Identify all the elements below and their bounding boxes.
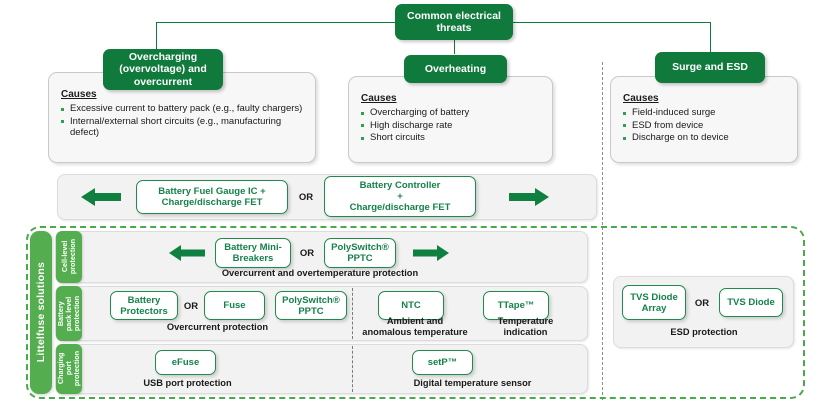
cause-item: Discharge on to device [623, 132, 787, 144]
caption-digital-temperature-sensor: Digital temperature sensor [413, 378, 532, 388]
connector-branch-right [710, 22, 712, 52]
caption-temperature-indication: Temperature indication [497, 316, 554, 337]
chip-polyswitch-pptc-cell[interactable]: PolySwitch® PPTC [324, 238, 396, 268]
cause-item: Overcharging of battery [361, 107, 542, 119]
divider-row2-overcurrent-temperature [352, 288, 353, 339]
row-panel-charging-port [55, 344, 588, 394]
rowtag-cell-level-protection: Cell-level protection [56, 231, 82, 283]
cause-item: Excessive current to battery pack (e.g.,… [61, 103, 305, 115]
arrow-right-icon-controller [508, 186, 550, 208]
caption-cell-level: Overcurrent and overtemperature protecti… [221, 268, 419, 278]
causes-title-surge-esd: Causes [623, 93, 659, 104]
chip-efuse[interactable]: eFuse [155, 350, 216, 375]
threat-node-surge-esd[interactable]: Surge and ESD [655, 52, 765, 83]
cause-item: Internal/external short circuits (e.g., … [61, 116, 305, 139]
littelfuse-solutions-band: Littelfuse solutions [30, 231, 52, 394]
row-panel-cell-level [55, 231, 588, 283]
causes-list-surge-esd: Field-induced surge ESD from device Disc… [623, 107, 787, 144]
chip-setp[interactable]: setP™ [412, 350, 473, 375]
chip-battery-mini-breakers[interactable]: Battery Mini- Breakers [215, 238, 291, 268]
chip-ntc[interactable]: NTC [378, 291, 444, 320]
caption-esd-protection: ESD protection [670, 327, 738, 337]
cause-card-surge-esd: Causes Field-induced surge ESD from devi… [610, 76, 798, 163]
chip-ttape[interactable]: TTape™ [483, 291, 549, 320]
arrow-left-icon-controller [80, 186, 122, 208]
causes-title-overcharging: Causes [61, 89, 97, 100]
threat-node-overcharging[interactable]: Overcharging (overvoltage) and overcurre… [103, 49, 223, 90]
chip-battery-protectors[interactable]: Battery Protectors [110, 291, 178, 320]
threat-node-overheating[interactable]: Overheating [404, 55, 507, 83]
chip-fuse[interactable]: Fuse [204, 291, 265, 320]
or-label-esd: OR [694, 297, 710, 309]
cause-item: High discharge rate [361, 120, 542, 132]
divider-vertical-right-section [602, 62, 603, 400]
connector-branch-left [156, 22, 158, 49]
littelfuse-solutions-frame [26, 226, 805, 399]
arrow-left-icon-cell-level [168, 243, 206, 263]
causes-list-overcharging: Excessive current to battery pack (e.g.,… [61, 103, 305, 139]
or-label-controller-row: OR [298, 191, 314, 203]
or-label-battery-pack-level: OR [183, 300, 199, 312]
connector-root-down [454, 40, 456, 54]
arrow-right-icon-cell-level [412, 243, 450, 263]
chip-tvs-diode[interactable]: TVS Diode [719, 288, 783, 317]
cause-item: Field-induced surge [623, 107, 787, 119]
caption-usb-port-protection: USB port protection [143, 378, 232, 388]
chip-battery-controller[interactable]: Battery Controller + Charge/discharge FE… [324, 176, 476, 217]
root-node-common-electrical-threats[interactable]: Common electrical threats [395, 4, 513, 40]
divider-row3-usb-temperature [352, 346, 353, 392]
causes-list-overheating: Overcharging of battery High discharge r… [361, 107, 542, 144]
or-label-cell-level: OR [299, 247, 315, 259]
cause-item: ESD from device [623, 120, 787, 132]
rowtag-charging-port-protection: Charging port protection [56, 344, 82, 394]
chip-battery-fuel-gauge-ic[interactable]: Battery Fuel Gauge IC + Charge/discharge… [136, 180, 288, 214]
rowtag-battery-pack-level-protection: Battery pack level protection [56, 286, 82, 341]
cause-item: Short circuits [361, 132, 542, 144]
caption-ambient-anomalous-temperature: Ambient and anomalous temperature [362, 316, 468, 337]
caption-overcurrent-protection: Overcurrent protection [166, 322, 269, 332]
chip-polyswitch-pptc-pack[interactable]: PolySwitch® PPTC [275, 291, 347, 320]
cause-card-overheating: Causes Overcharging of battery High disc… [348, 76, 553, 163]
causes-title-overheating: Causes [361, 93, 397, 104]
chip-tvs-diode-array[interactable]: TVS Diode Array [622, 285, 686, 320]
